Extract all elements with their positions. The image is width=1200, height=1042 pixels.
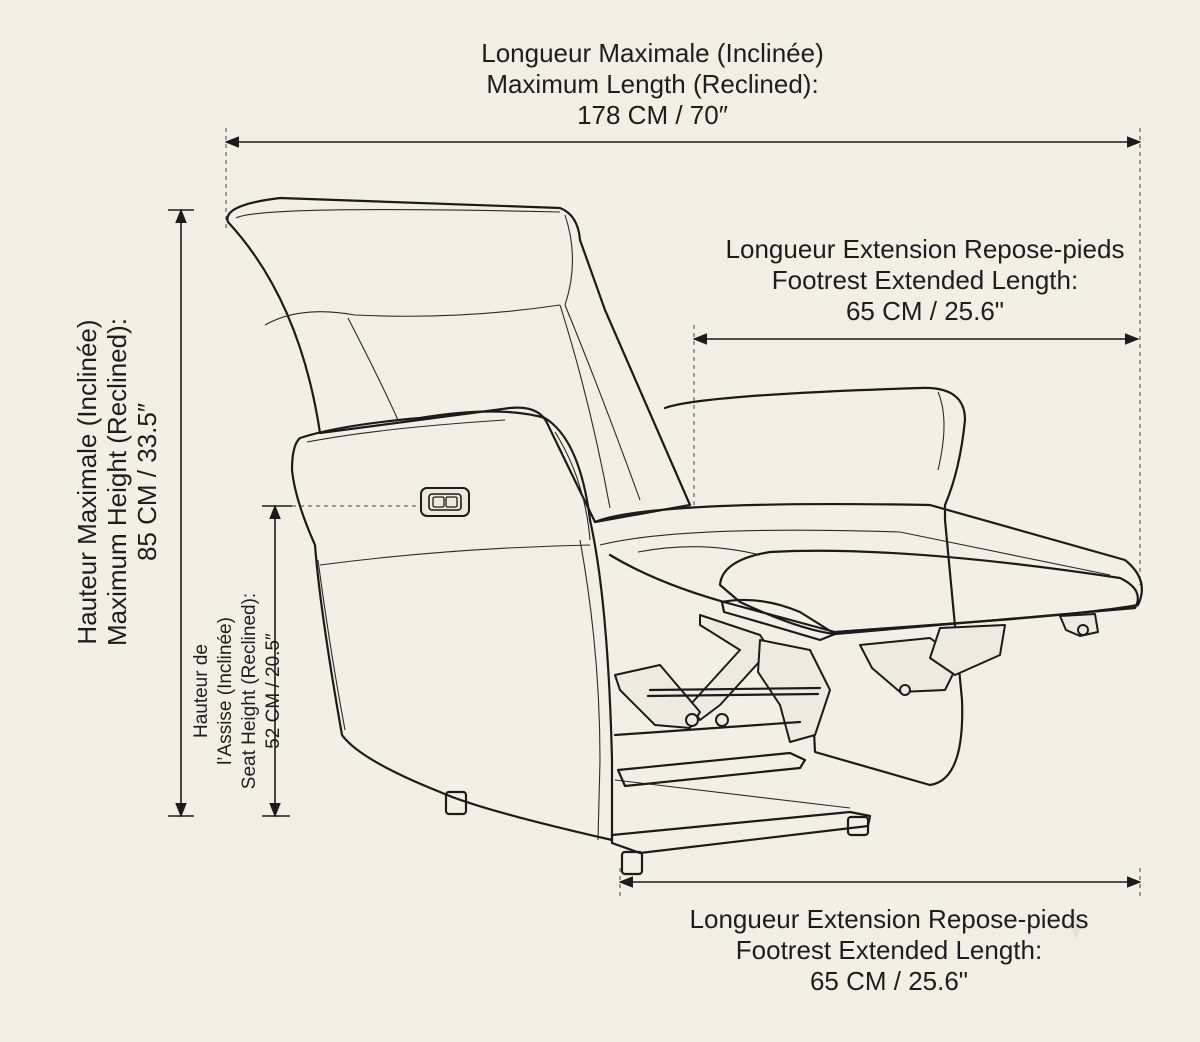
max-height-value: 85 CM / 33.5″ (132, 402, 162, 562)
footrest-top-line1: Longueur Extension Repose-pieds (725, 234, 1125, 264)
footrest-bottom-line2: Footrest Extended Length: (735, 935, 1043, 965)
footrest-bottom-line1: Longueur Extension Repose-pieds (689, 904, 1089, 934)
footrest-top-value: 65 CM / 25.6" (845, 296, 1005, 326)
max-length-line1: Longueur Maximale (Inclinée) (481, 38, 824, 68)
recline-button-icon (420, 487, 470, 517)
seat-height-value: 52 CM / 20.5″ (263, 633, 284, 749)
footrest-top-line2: Footrest Extended Length: (771, 265, 1079, 295)
max-height-dimension-line (168, 208, 194, 818)
seat-height-dimension-line (262, 504, 430, 818)
sparkle-icon (1062, 912, 1090, 940)
footrest-bottom-value: 65 CM / 25.6" (809, 966, 969, 996)
seat-height-line1: Hauteur de (191, 644, 212, 739)
max-length-value: 178 CM / 70″ (577, 100, 728, 130)
seat-height-line2: l’Assise (Inclinée) (215, 617, 236, 765)
footrest-top-dimension-line (692, 325, 1140, 505)
max-length-line2: Maximum Length (Reclined): (486, 69, 819, 99)
footrest-bottom-dimension-line (618, 868, 1142, 896)
footrest-bottom-label: Longueur Extension Repose-pieds Footrest… (664, 904, 1114, 997)
max-length-label: Longueur Maximale (Inclinée) Maximum Len… (400, 38, 905, 131)
footrest-top-label: Longueur Extension Repose-pieds Footrest… (700, 234, 1150, 327)
max-height-line1: Hauteur Maximale (Inclinée) (72, 319, 102, 645)
seat-height-label: Hauteur de l’Assise (Inclinée) Seat Heig… (190, 566, 286, 816)
max-length-dimension-line (224, 128, 1142, 585)
seat-height-line3: Seat Height (Reclined): (239, 592, 260, 790)
max-height-label: Hauteur Maximale (Inclinée) Maximum Heig… (72, 272, 168, 692)
max-height-line2: Maximum Height (Reclined): (102, 318, 132, 646)
recliner-illustration (226, 196, 1143, 876)
